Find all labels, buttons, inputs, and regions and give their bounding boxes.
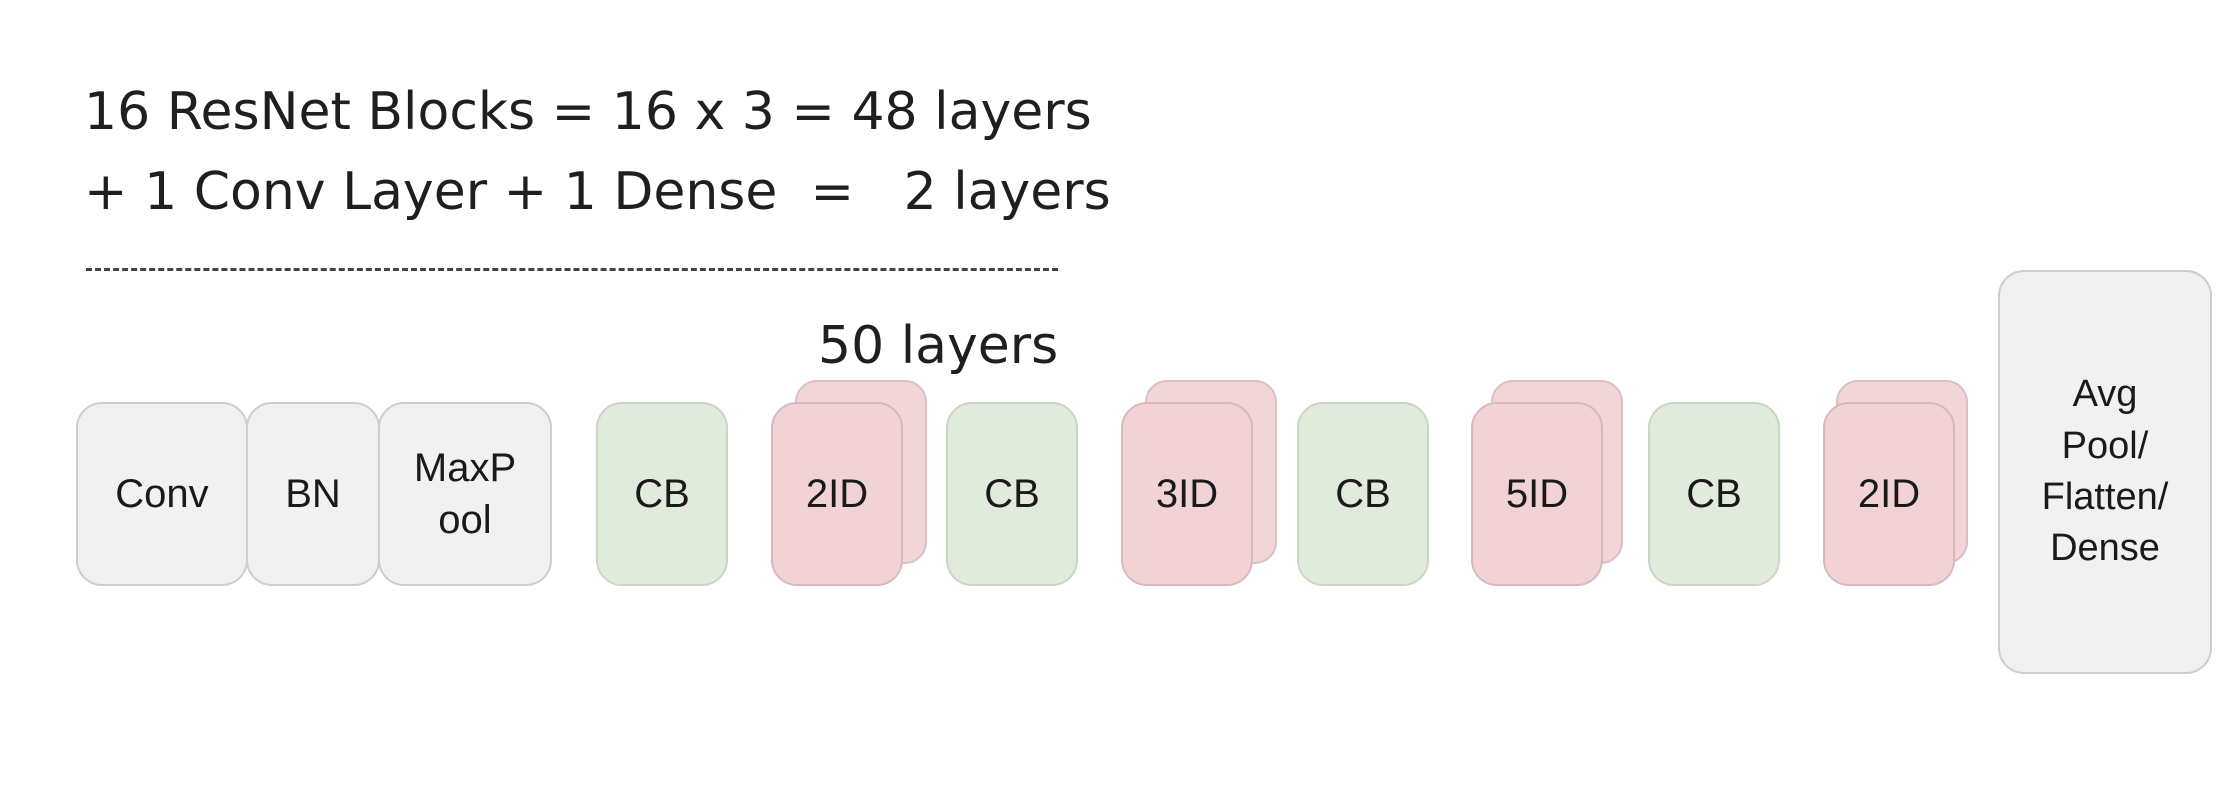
block-conv: Conv: [76, 402, 248, 586]
block-bn: BN: [246, 402, 380, 586]
block-cb-4: CB: [1648, 402, 1780, 586]
block-cb-2: CB: [946, 402, 1078, 586]
block-5id: 5ID: [1471, 402, 1603, 586]
block-3id: 3ID: [1121, 402, 1253, 586]
block-2id-2: 2ID: [1823, 402, 1955, 586]
block-avgpool-flatten-dense: Avg Pool/ Flatten/ Dense: [1998, 270, 2212, 674]
equation-line-1: 16 ResNet Blocks = 16 x 3 = 48 layers: [84, 82, 1092, 142]
block-cb-1: CB: [596, 402, 728, 586]
total-layers: 50 layers: [818, 316, 1059, 376]
block-2id-1: 2ID: [771, 402, 903, 586]
dashed-divider: [86, 268, 1058, 271]
block-cb-3: CB: [1297, 402, 1429, 586]
equation-line-2: + 1 Conv Layer + 1 Dense = 2 layers: [84, 162, 1111, 222]
block-maxpool: MaxP ool: [378, 402, 552, 586]
